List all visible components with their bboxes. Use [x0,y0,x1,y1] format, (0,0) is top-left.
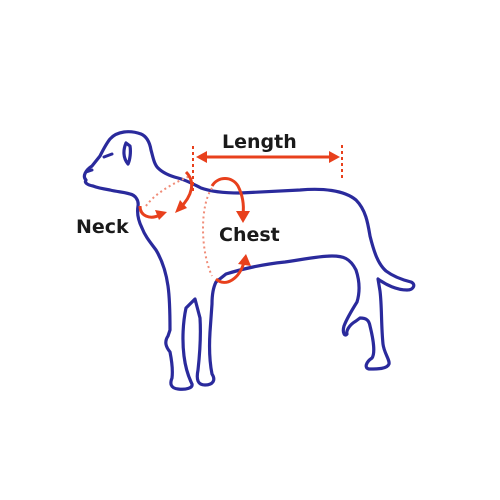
neck-arrowhead-upper [175,200,187,213]
dog-outline [82,130,416,391]
chest-arrow-lower [214,261,246,284]
length-measure [192,145,343,194]
chest-arrowhead-upper [236,211,250,223]
length-arrowhead-right [329,151,340,163]
neck-label: Neck [76,216,129,238]
dog-nose [84,168,94,174]
dog-ear [122,141,132,166]
length-label: Length [222,131,297,153]
chest-dotted-loop [202,187,213,277]
chest-arrow-upper [210,177,245,215]
neck-arrowhead-lower [155,210,167,220]
length-arrowhead-left [196,151,207,163]
chest-arrowhead-lower [238,254,251,266]
dog-eye [102,152,114,159]
chest-label: Chest [219,224,280,246]
chest-measure [202,177,251,284]
neck-measure [138,170,194,220]
